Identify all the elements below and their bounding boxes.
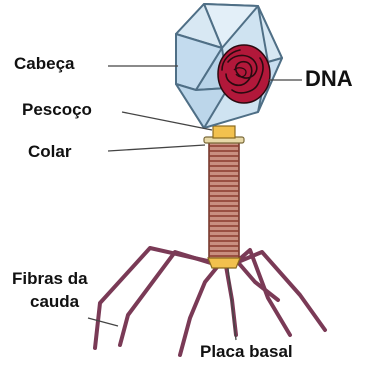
neck-shape: [213, 126, 235, 138]
label-dna: DNA: [305, 68, 353, 90]
label-tail-fibers-line2: cauda: [30, 293, 79, 310]
tail-fiber-1: [95, 248, 212, 348]
label-tail-fibers-line1: Fibras da: [12, 270, 88, 287]
label-base-plate: Placa basal: [200, 343, 293, 360]
base-plate: [208, 258, 240, 268]
leader-collar: [108, 145, 205, 151]
label-collar: Colar: [28, 143, 71, 160]
leader-base-plate: [228, 268, 236, 340]
label-neck: Pescoço: [22, 101, 92, 118]
dna-genome: [218, 45, 270, 103]
label-head: Cabeça: [14, 55, 74, 72]
tail-sheath: [209, 141, 239, 260]
tail-fiber-5: [234, 250, 290, 335]
leader-tail-fibers: [88, 318, 118, 326]
